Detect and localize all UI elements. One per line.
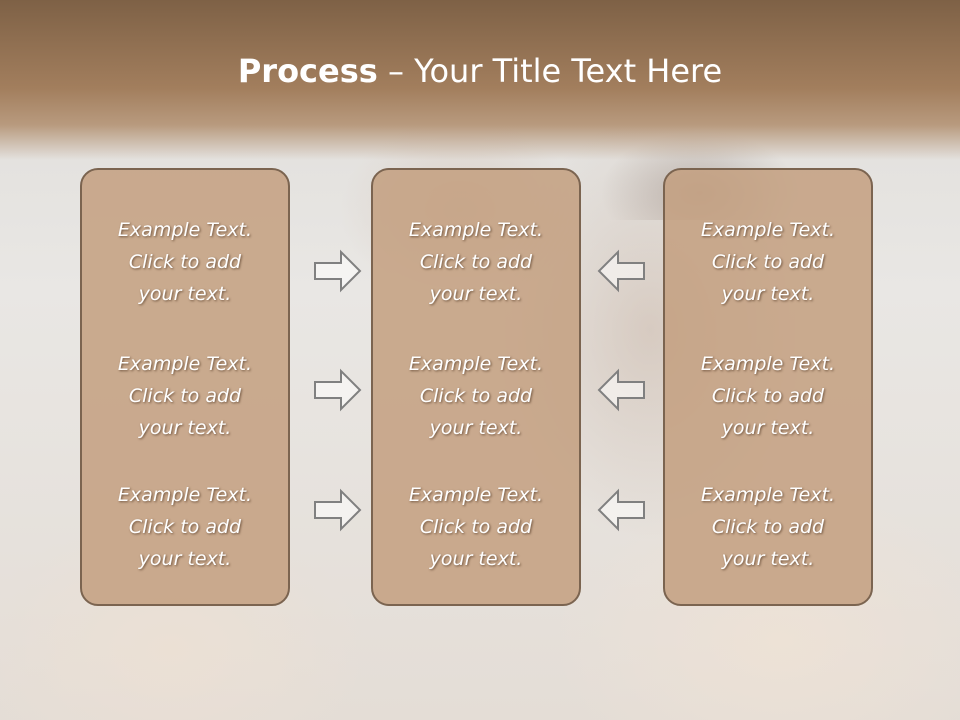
text-line: Example Text. xyxy=(700,219,836,241)
text-line: Example Text. xyxy=(117,484,253,506)
text-item[interactable]: Example Text. Click to add your text. xyxy=(373,479,579,575)
text-line: Example Text. xyxy=(117,219,253,241)
left-arrow-icon[interactable] xyxy=(596,249,646,293)
text-line: your text. xyxy=(429,548,523,570)
text-line: your text. xyxy=(721,283,815,305)
title-rest: – Your Title Text Here xyxy=(377,52,723,90)
text-item[interactable]: Example Text. Click to add your text. xyxy=(665,479,871,575)
text-line: your text. xyxy=(429,417,523,439)
text-line: Example Text. xyxy=(117,353,253,375)
text-line: Example Text. xyxy=(700,353,836,375)
text-line: your text. xyxy=(721,417,815,439)
text-item[interactable]: Example Text. Click to add your text. xyxy=(82,348,288,444)
right-arrow-icon[interactable] xyxy=(313,249,363,293)
left-arrow-icon[interactable] xyxy=(596,368,646,412)
text-item[interactable]: Example Text. Click to add your text. xyxy=(665,348,871,444)
text-line: your text. xyxy=(429,283,523,305)
text-item[interactable]: Example Text. Click to add your text. xyxy=(373,348,579,444)
text-line: your text. xyxy=(721,548,815,570)
text-box-center[interactable]: Example Text. Click to add your text. Ex… xyxy=(371,168,581,606)
text-line: your text. xyxy=(138,548,232,570)
text-line: Example Text. xyxy=(408,353,544,375)
text-item[interactable]: Example Text. Click to add your text. xyxy=(373,214,579,310)
text-line: Example Text. xyxy=(408,484,544,506)
text-line: Click to add xyxy=(419,516,533,538)
text-item[interactable]: Example Text. Click to add your text. xyxy=(665,214,871,310)
slide-title[interactable]: Process – Your Title Text Here xyxy=(0,52,960,90)
right-arrow-icon[interactable] xyxy=(313,488,363,532)
text-line: your text. xyxy=(138,283,232,305)
text-line: Click to add xyxy=(128,251,242,273)
text-line: Example Text. xyxy=(408,219,544,241)
text-line: Click to add xyxy=(711,385,825,407)
title-bold-part: Process xyxy=(237,52,378,90)
text-box-right[interactable]: Example Text. Click to add your text. Ex… xyxy=(663,168,873,606)
text-line: Click to add xyxy=(419,385,533,407)
text-item[interactable]: Example Text. Click to add your text. xyxy=(82,479,288,575)
text-line: Click to add xyxy=(128,516,242,538)
text-line: Click to add xyxy=(711,251,825,273)
right-arrow-icon[interactable] xyxy=(313,368,363,412)
text-line: Click to add xyxy=(711,516,825,538)
title-banner xyxy=(0,0,960,160)
text-line: Click to add xyxy=(419,251,533,273)
text-box-left[interactable]: Example Text. Click to add your text. Ex… xyxy=(80,168,290,606)
left-arrow-icon[interactable] xyxy=(596,488,646,532)
text-line: Click to add xyxy=(128,385,242,407)
text-line: your text. xyxy=(138,417,232,439)
text-item[interactable]: Example Text. Click to add your text. xyxy=(82,214,288,310)
text-line: Example Text. xyxy=(700,484,836,506)
